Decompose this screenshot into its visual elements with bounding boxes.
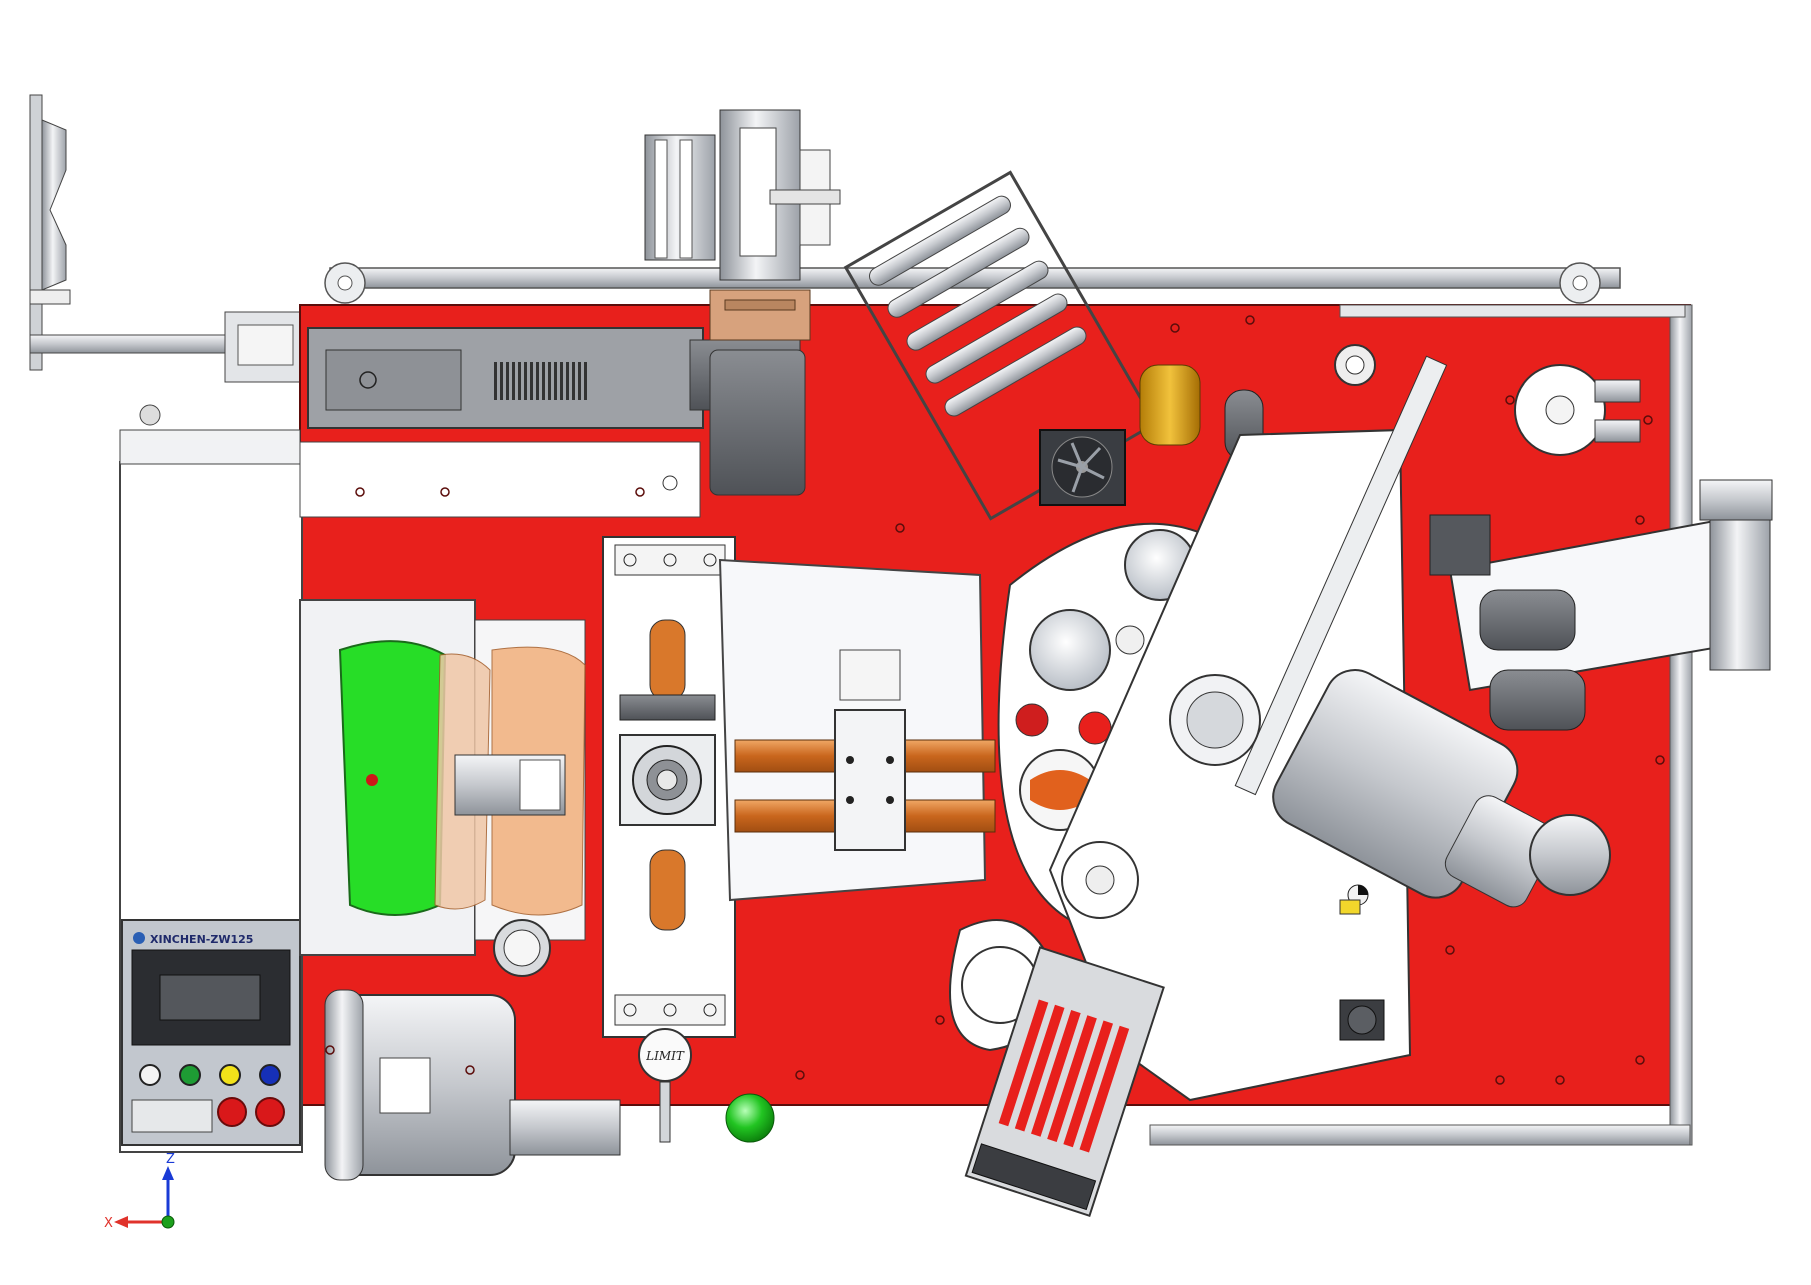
left-jig-plate bbox=[299, 599, 586, 977]
xz-axis-triad-icon: Z X bbox=[104, 1152, 175, 1231]
diagonal-plate bbox=[1048, 344, 1558, 1102]
green-workpiece bbox=[338, 640, 447, 916]
tilted-roller-frame bbox=[843, 170, 1264, 521]
blower bbox=[324, 989, 621, 1181]
top-frame-rail bbox=[324, 262, 1621, 304]
main-motor bbox=[1272, 669, 1558, 908]
yellow-pushbutton-icon[interactable] bbox=[219, 1064, 241, 1086]
panel-title: XINCHEN-ZW125 bbox=[150, 933, 253, 946]
copper-rollers bbox=[718, 558, 996, 902]
blue-pushbutton-icon[interactable] bbox=[259, 1064, 281, 1086]
lower-disk bbox=[949, 841, 1139, 1052]
left-spool-bracket bbox=[29, 94, 311, 383]
fan-icon bbox=[1039, 429, 1126, 506]
red-pushbutton-icon[interactable] bbox=[255, 1097, 285, 1127]
gauge-brand: LIMIT bbox=[645, 1049, 685, 1063]
top-cylinder-station bbox=[644, 109, 841, 341]
red-pushbutton-icon[interactable] bbox=[217, 1097, 247, 1127]
limit-gauge: LIMIT bbox=[638, 1028, 692, 1143]
heater-box bbox=[299, 327, 806, 518]
pushbutton-row bbox=[139, 1064, 285, 1127]
plate-holes bbox=[325, 315, 1665, 1085]
comb-plate bbox=[964, 946, 1165, 1218]
axis-x-label: X bbox=[104, 1216, 113, 1231]
brand-logo-icon bbox=[133, 932, 145, 944]
axis-z-label: Z bbox=[166, 1152, 175, 1167]
white-pushbutton-icon[interactable] bbox=[139, 1064, 161, 1086]
hmi-screen[interactable] bbox=[159, 974, 261, 1021]
heater-vents bbox=[494, 362, 587, 400]
central-slide bbox=[602, 536, 736, 1038]
control-panel: XINCHEN-ZW125 bbox=[121, 919, 301, 1146]
green-pushbutton-icon[interactable] bbox=[179, 1064, 201, 1086]
right-conveyor bbox=[1429, 364, 1773, 896]
green-ball bbox=[725, 1093, 775, 1143]
